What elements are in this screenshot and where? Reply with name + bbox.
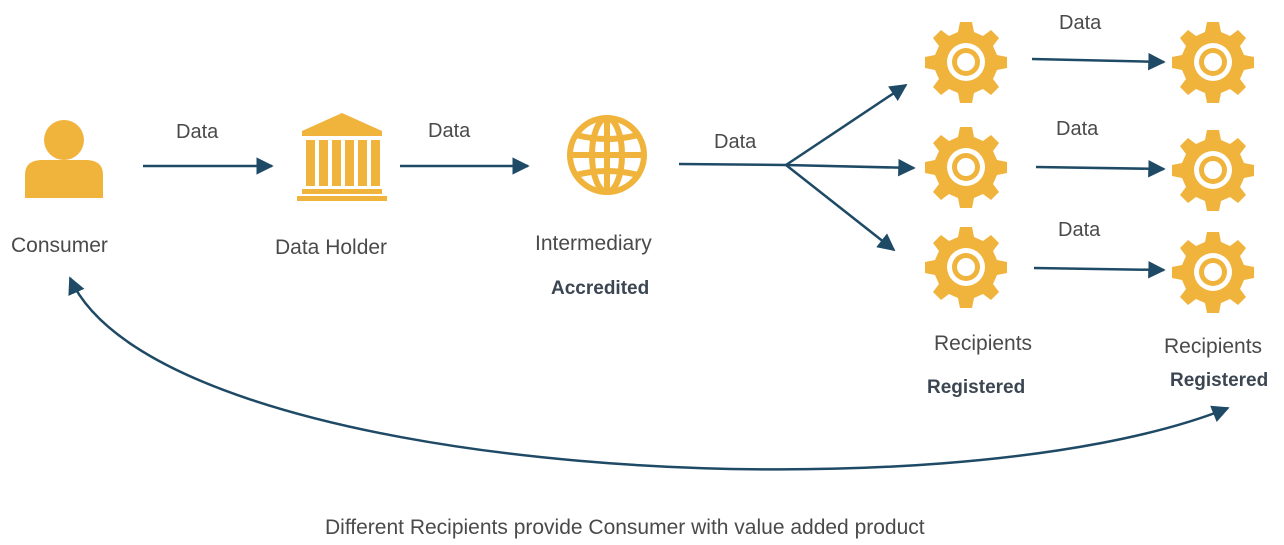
arrow-branch-mid	[785, 158, 916, 177]
arrow-row1	[1031, 52, 1166, 71]
consumer-label: Consumer	[11, 234, 108, 257]
edge-label-row3: Data	[1058, 219, 1101, 241]
bank-icon	[297, 113, 387, 201]
arrow-row3	[1033, 261, 1166, 279]
intermediary-label: Intermediary	[535, 232, 652, 255]
diagram-caption: Different Recipients provide Consumer wi…	[325, 516, 925, 539]
recipients-label-right: Recipients	[1164, 335, 1263, 358]
gear-icon	[1172, 130, 1254, 211]
arrow-branch-bottom	[785, 164, 896, 252]
intermediary-sublabel: Accredited	[551, 278, 650, 299]
gear-icon	[1172, 232, 1254, 313]
edge-label-holder-intermediary: Data	[428, 120, 471, 142]
recipients-sublabel-left: Registered	[927, 377, 1026, 398]
globe-icon	[567, 115, 647, 195]
arrow-row2	[1035, 160, 1166, 178]
gear-icon	[925, 227, 1007, 308]
edge-label-row1: Data	[1059, 12, 1102, 34]
gear-icon	[925, 127, 1007, 208]
edge-label-intermediary-recipients: Data	[714, 131, 757, 153]
gear-icon	[925, 22, 1007, 103]
arrow-branch-top	[785, 83, 908, 167]
data-holder-label: Data Holder	[275, 236, 388, 259]
arrow-intermediary-branch	[678, 162, 787, 167]
arrow-feedback-curve	[68, 276, 1230, 471]
recipients-label-left: Recipients	[934, 332, 1033, 355]
edge-label-consumer-holder: Data	[176, 121, 219, 143]
gear-icon	[1172, 22, 1254, 103]
edge-label-row2: Data	[1056, 118, 1099, 140]
person-icon	[25, 120, 103, 198]
recipients-sublabel-right: Registered	[1170, 370, 1269, 391]
